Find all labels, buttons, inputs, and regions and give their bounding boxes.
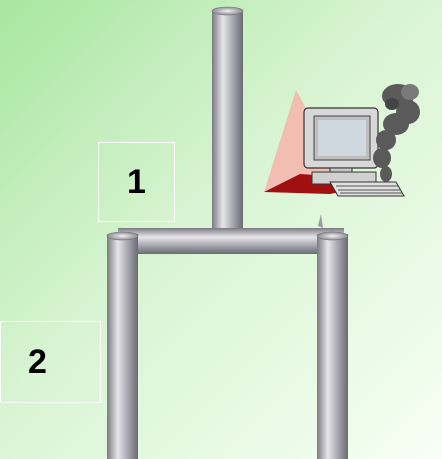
horizontal-pipe (118, 228, 344, 254)
label-box-2: 2 (0, 321, 101, 403)
smoke-icon (373, 84, 420, 182)
computer-icon (264, 90, 379, 194)
left-leg-pipe (106, 231, 139, 459)
top-stack-pipe (211, 6, 244, 232)
joint-spike (318, 214, 323, 228)
right-leg-pipe (316, 231, 349, 459)
label-box-1: 1 (98, 142, 175, 222)
keyboard-icon (329, 181, 405, 197)
